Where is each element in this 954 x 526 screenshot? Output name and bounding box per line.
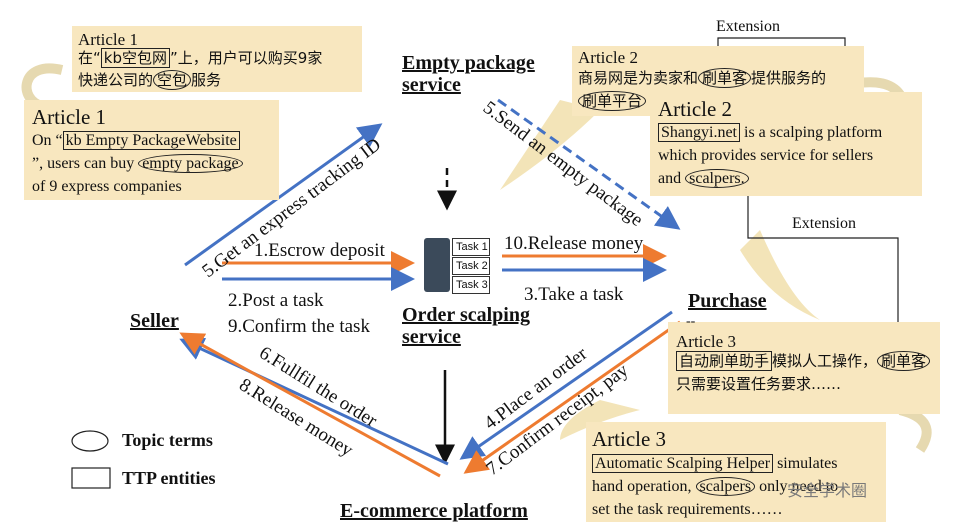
- node-order-scalping: Order scalping service: [402, 304, 530, 349]
- article3-en-line3: set the task requirements……: [592, 501, 783, 518]
- article1-zh-line1: 在“kb空包网”上，用户可以购买9家: [78, 48, 323, 68]
- a2zh-p1: 是为卖家和: [623, 69, 699, 87]
- article1-zh-box: [72, 26, 362, 92]
- a1zh-topic: 空包: [153, 70, 192, 90]
- a2zh-topic1: 刷单客: [698, 68, 752, 88]
- article2-en-line3: and scalpers.: [658, 169, 749, 188]
- watermark: 安全学术圈: [787, 481, 868, 500]
- article1-zh-title: Article 1: [78, 30, 138, 49]
- a2zh-p2: 提供服务的: [751, 69, 827, 87]
- legend-topic-terms: Topic terms: [122, 430, 213, 450]
- purchase-dash: --: [686, 314, 696, 329]
- legend-rect-shape: [71, 467, 111, 489]
- a1zh-p3: 快递公司的: [78, 71, 154, 89]
- extension-line-right: [747, 195, 903, 342]
- a2en-ttp: Shangyi.net: [658, 123, 740, 142]
- node-seller: Seller: [130, 310, 179, 332]
- callout-swoosh-a2: [500, 100, 600, 190]
- article2-zh-line2: 刷单平台: [578, 91, 647, 111]
- article3-zh-title: Article 3: [676, 332, 736, 351]
- article3-zh-box: [668, 322, 940, 414]
- article2-en-title: Article 2: [658, 97, 733, 121]
- arrow-confirm-receipt: [463, 320, 681, 474]
- task-clipboard-icon: [424, 238, 450, 292]
- arrow-release-8: [179, 332, 441, 478]
- article1-zh-line2: 快递公司的空包服务: [78, 70, 222, 90]
- article1-en-line2: ”, users can buy empty package: [32, 154, 243, 173]
- a1en-ttp: kb Empty PackageWebsite: [62, 131, 240, 150]
- article2-zh-line1: 商易网是为卖家和刷单客提供服务的: [578, 68, 827, 88]
- a1en-p1: On “: [32, 132, 63, 149]
- article1-en-box: [24, 100, 279, 200]
- task-item-3: Task 3: [452, 276, 490, 294]
- edge-label-confirm-task: 9.Confirm the task: [228, 316, 370, 337]
- edge-label-release-10: 10.Release money: [504, 233, 644, 254]
- edge-label-escrow: 1.Escrow deposit: [254, 240, 385, 261]
- a1zh-p1: 在“: [78, 49, 101, 67]
- extension-label-top: Extension: [716, 18, 780, 36]
- a2en-p3: and: [658, 170, 686, 187]
- article2-en-box: [650, 92, 922, 196]
- a3en-p1: simulates: [773, 455, 838, 472]
- a1en-topic: empty package: [138, 154, 243, 173]
- a2zh-topic2: 刷单平台: [578, 91, 647, 111]
- article1-en-line1: On “kb Empty PackageWebsite: [32, 131, 240, 150]
- a3zh-topic: 刷单客: [877, 351, 931, 371]
- a2en-topic: scalpers.: [685, 169, 749, 188]
- a3en-ttp: Automatic Scalping Helper: [592, 454, 774, 473]
- article2-en-line2: which provides service for sellers: [658, 147, 874, 164]
- a3en-p2: hand operation,: [592, 478, 696, 495]
- node-purchase: Purchase: [688, 290, 767, 312]
- article1-en-line3: of 9 express companies: [32, 178, 182, 195]
- arrow-get-tracking: [184, 123, 383, 267]
- article1-en-title: Article 1: [32, 105, 107, 129]
- article2-zh-title: Article 2: [578, 48, 638, 67]
- article3-en-box: [586, 422, 886, 522]
- legend-ttp-entities: TTP entities: [122, 468, 216, 488]
- edge-label-take-task: 3.Take a task: [524, 284, 624, 305]
- task-item-2: Task 2: [452, 257, 490, 275]
- node-empty-package: Empty package service: [402, 52, 535, 97]
- a1zh-p4: 服务: [191, 71, 222, 89]
- arrow-fulfil: [179, 337, 449, 466]
- node-ecommerce: E-commerce platform: [340, 500, 528, 522]
- article3-zh-line2: 只需要设置任务要求……: [676, 375, 842, 393]
- a3zh-ttp: 自动刷单助手: [676, 351, 773, 371]
- a3zh-p1: 模拟人工操作，: [772, 352, 878, 370]
- article3-en-title: Article 3: [592, 427, 667, 451]
- a3en-p3: only need to: [755, 478, 839, 495]
- a1zh-ttp: kb空包网: [100, 48, 170, 68]
- a1en-p2: ”, users can buy: [32, 155, 139, 172]
- article3-en-line1: Automatic Scalping Helper simulates: [592, 454, 838, 473]
- task-item-1: Task 1: [452, 238, 490, 256]
- a2en-p1: is a scalping platform: [740, 124, 883, 141]
- legend-oval-shape: [71, 430, 109, 452]
- edge-label-post-task: 2.Post a task: [228, 290, 324, 311]
- article2-en-line1: Shangyi.net is a scalping platform: [658, 123, 883, 142]
- callout-swoosh-a3c: [560, 400, 640, 440]
- arrow-place-order: [459, 310, 673, 460]
- callout-swoosh-a3: [740, 230, 820, 320]
- arrow-send-package: [497, 98, 681, 230]
- callout-swoosh-a3b: [898, 405, 932, 453]
- task-list: Task 1 Task 2 Task 3: [452, 238, 490, 294]
- a2zh-ttp: 商易网: [578, 69, 624, 87]
- extension-label-right: Extension: [792, 215, 856, 233]
- a3en-topic: scalpers: [695, 477, 756, 496]
- a1zh-p2: ”上，用户可以购买9家: [170, 49, 323, 67]
- article3-zh-line1: 自动刷单助手模拟人工操作，刷单客: [676, 351, 931, 371]
- article3-en-line2: hand operation, scalpers only need to: [592, 477, 839, 496]
